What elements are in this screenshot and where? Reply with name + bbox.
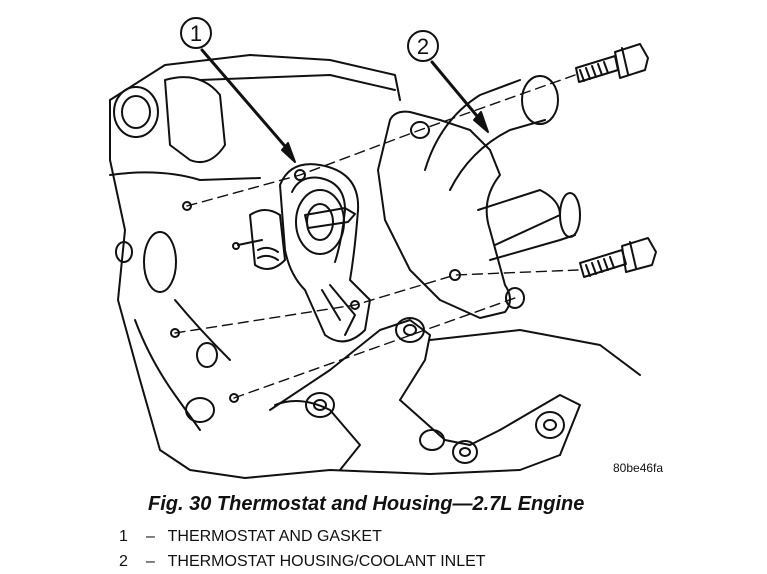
callout-2-number: 2 [417, 34, 429, 59]
legend: 1 – THERMOSTAT AND GASKET 2 – THERMOSTAT… [119, 524, 486, 574]
legend-separator: – [146, 528, 155, 545]
callout-1 [180, 17, 296, 163]
alignment-lines [174, 74, 579, 399]
legend-label: THERMOSTAT HOUSING/COOLANT INLET [167, 553, 486, 570]
housing-bolt-upper [575, 43, 649, 83]
legend-label: THERMOSTAT AND GASKET [167, 528, 382, 545]
callout-2 [407, 30, 489, 133]
thermostat-housing [377, 75, 581, 319]
legend-item-1: 1 – THERMOSTAT AND GASKET [119, 524, 486, 549]
legend-number: 2 [119, 553, 128, 570]
legend-number: 1 [119, 528, 128, 545]
lower-bracket [269, 317, 641, 471]
figure-caption: Fig. 30 Thermostat and Housing—2.7L Engi… [148, 493, 585, 515]
legend-separator: – [146, 553, 155, 570]
legend-item-2: 2 – THERMOSTAT HOUSING/COOLANT INLET [119, 549, 486, 574]
housing-bolt-lower [579, 237, 657, 278]
thermostat-housing-illustration: 1 2 80be46fa [109, 17, 663, 479]
engine-block [109, 54, 561, 479]
freeze-plug [113, 86, 159, 138]
figure-reference-code: 80be46fa [613, 461, 663, 475]
callout-1-number: 1 [190, 21, 202, 46]
thermostat [232, 189, 356, 270]
